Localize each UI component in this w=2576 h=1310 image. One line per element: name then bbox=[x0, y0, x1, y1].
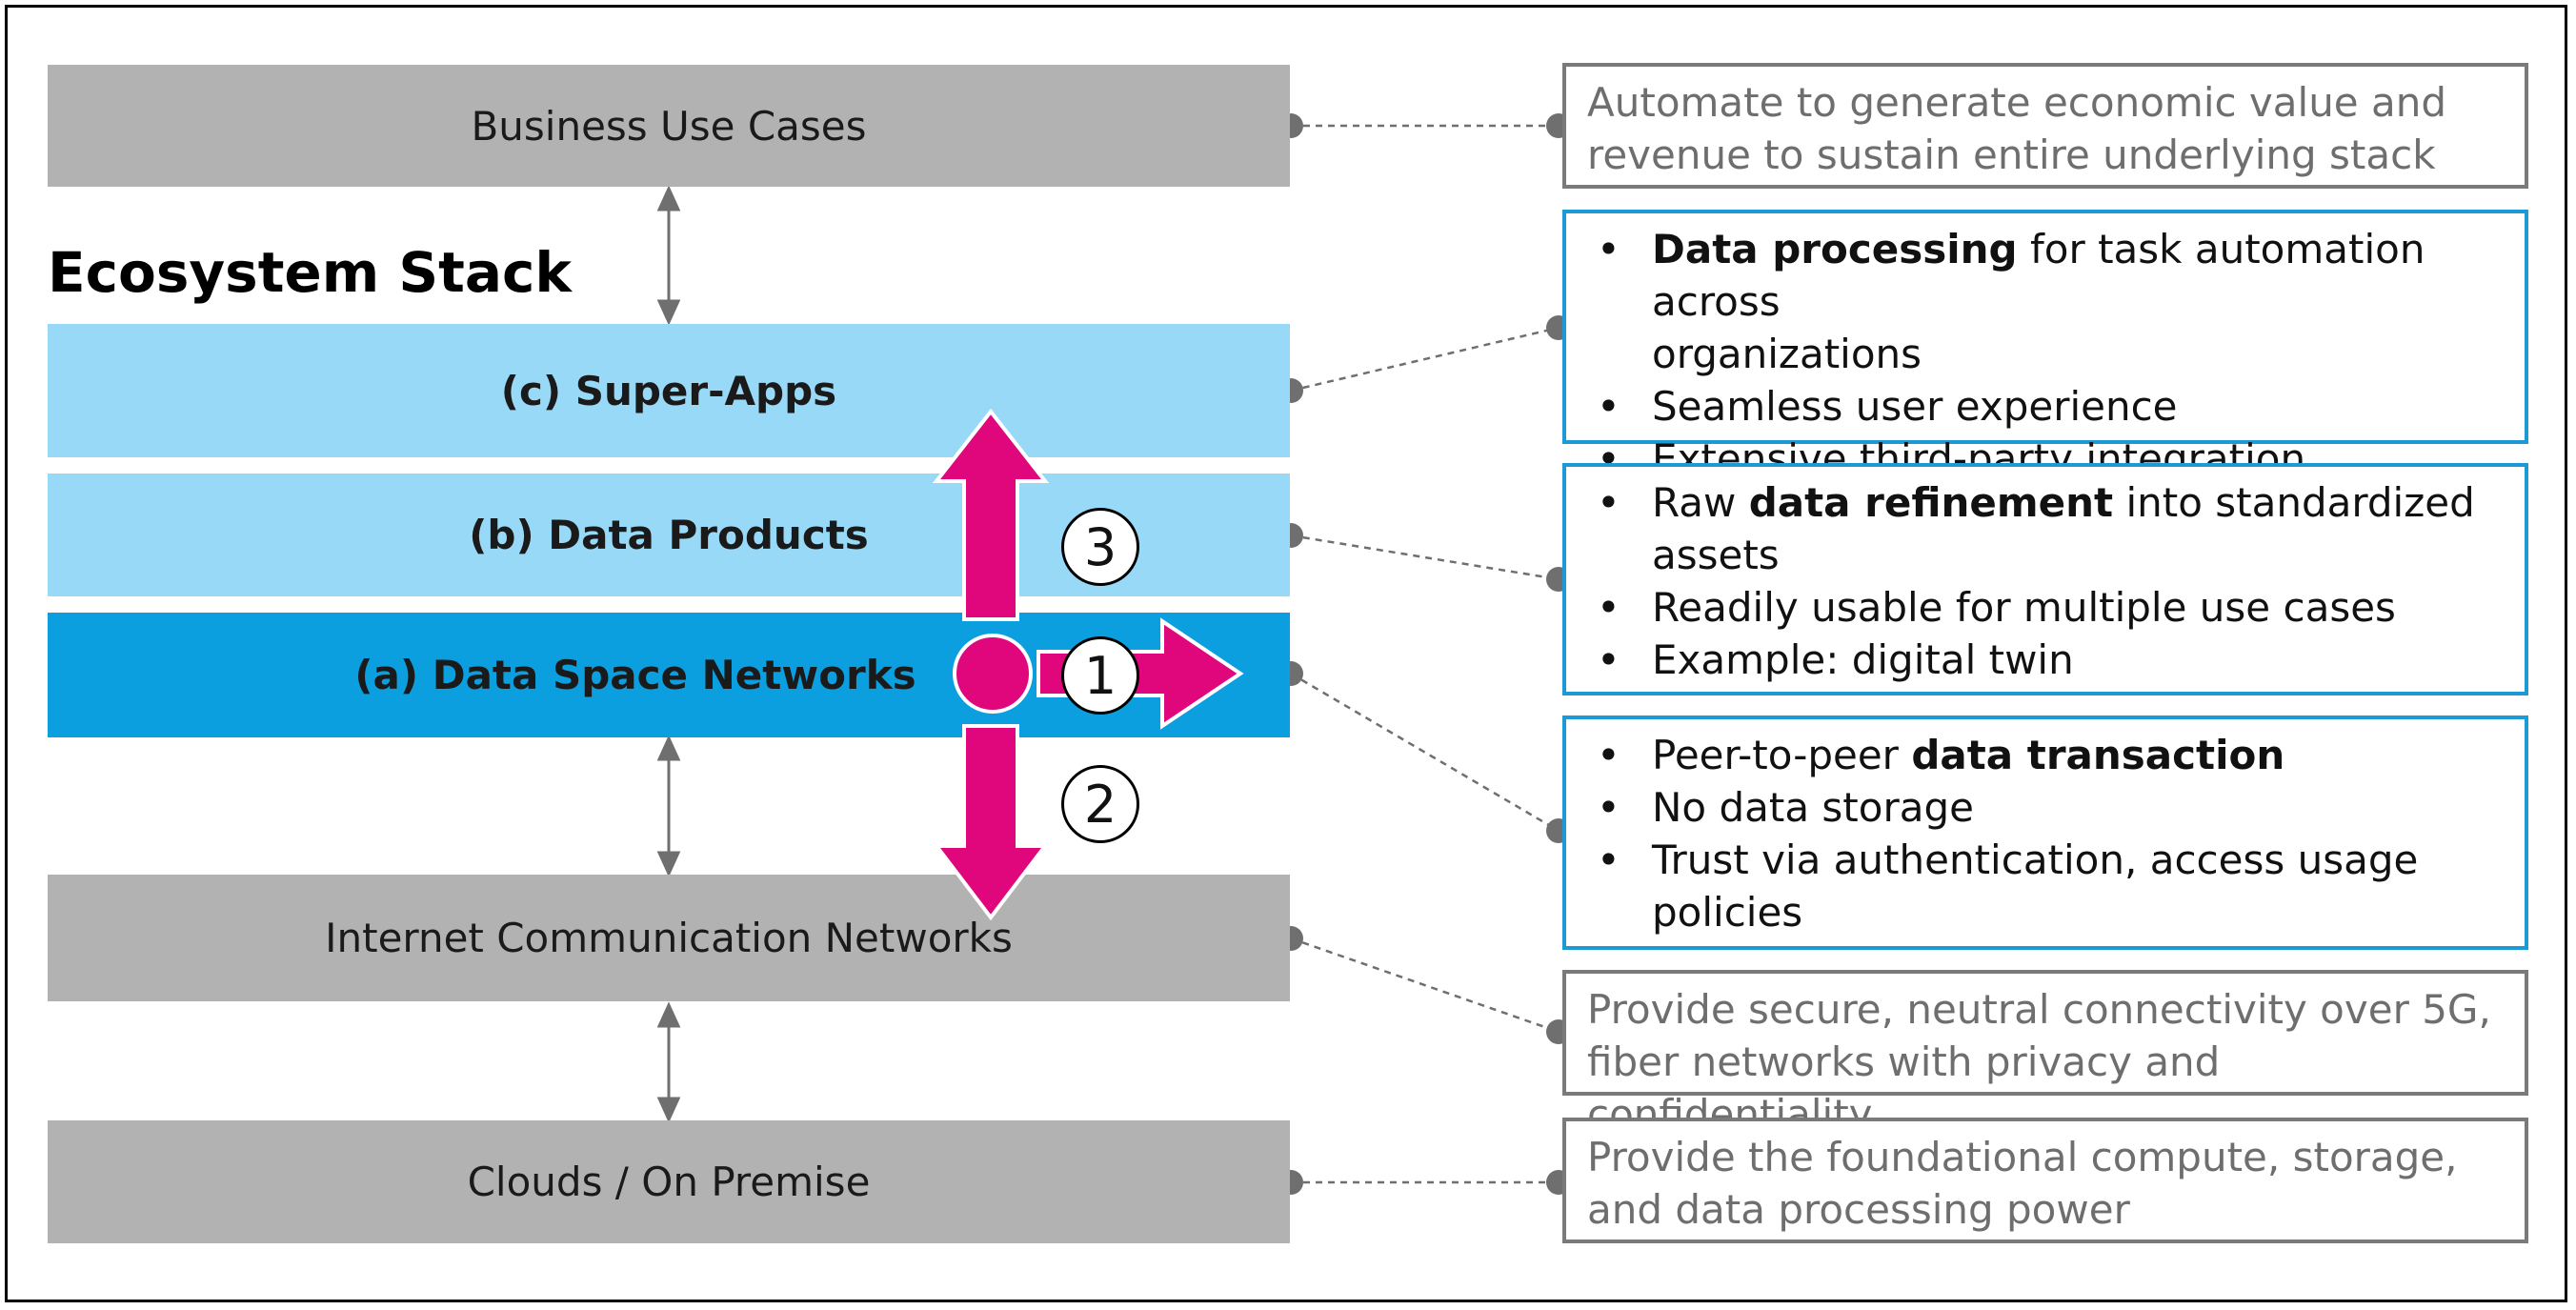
desc-clouds-on-premise: Provide the foundational compute, storag… bbox=[1562, 1118, 2528, 1243]
layer-link-arrows bbox=[656, 185, 681, 1123]
arrow-business-superapps bbox=[656, 185, 681, 326]
layer-internet-communication: Internet Communication Networks bbox=[48, 875, 1290, 1001]
desc-data-space-networks: Peer-to-peer data transaction No data st… bbox=[1562, 715, 2528, 950]
desc-bullet: Raw data refinement into standardizedass… bbox=[1587, 476, 2504, 581]
connector-superapps bbox=[1290, 326, 1560, 393]
desc-internet-communication: Provide secure, neutral connectivity ove… bbox=[1562, 970, 2528, 1138]
dashed-connectors bbox=[1290, 124, 1560, 1184]
desc-bullet: Seamless user experience bbox=[1587, 380, 2504, 433]
layer-label: (a) Data Space Networks bbox=[354, 652, 916, 698]
arrow-internet-clouds bbox=[656, 1001, 681, 1123]
layer-label: Business Use Cases bbox=[471, 102, 867, 150]
step-badge-2: 2 bbox=[1061, 765, 1139, 843]
desc-super-apps: Data processing for task automation acro… bbox=[1562, 210, 2528, 485]
layer-label: (c) Super-Apps bbox=[500, 367, 837, 414]
layer-clouds-on-premise: Clouds / On Premise bbox=[48, 1120, 1290, 1243]
connector-internet bbox=[1290, 937, 1560, 1034]
desc-line: Provide secure, neutral connectivity ove… bbox=[1587, 986, 2491, 1033]
desc-line: Automate to generate economic value and bbox=[1587, 79, 2447, 126]
desc-data-products: Raw data refinement into standardizedass… bbox=[1562, 463, 2528, 695]
desc-bullet: Peer-to-peer data transaction bbox=[1587, 729, 2504, 781]
flow-arrow-right bbox=[1036, 617, 1244, 730]
desc-bullet: Example: digital twin bbox=[1587, 634, 2504, 686]
layer-label: (b) Data Products bbox=[469, 512, 869, 558]
diagram-frame bbox=[5, 5, 2567, 1302]
desc-line: Provide the foundational compute, storag… bbox=[1587, 1134, 2458, 1180]
desc-bullet: No data storage bbox=[1587, 781, 2504, 834]
flow-arrow-up bbox=[932, 408, 1050, 621]
layer-super-apps: (c) Super-Apps bbox=[48, 324, 1290, 457]
desc-line: and data processing power bbox=[1587, 1186, 2130, 1233]
desc-bullet: Data processing for task automation acro… bbox=[1587, 223, 2504, 380]
step-badge-1: 1 bbox=[1061, 636, 1139, 715]
step-badge-3: 3 bbox=[1061, 508, 1139, 586]
stack-title: Ecosystem Stack bbox=[48, 240, 572, 305]
connector-dataspace bbox=[1290, 672, 1560, 833]
connector-dataproducts bbox=[1290, 534, 1560, 581]
flow-arrow-down bbox=[932, 724, 1050, 921]
desc-line: revenue to sustain entire underlying sta… bbox=[1587, 131, 2436, 178]
desc-bullet: Trust via authentication, access usagepo… bbox=[1587, 834, 2504, 938]
flow-origin-dot bbox=[953, 634, 1033, 714]
arrow-dataspace-internet bbox=[656, 735, 681, 877]
desc-business-use-cases: Automate to generate economic value and … bbox=[1562, 63, 2528, 189]
layer-label: Clouds / On Premise bbox=[467, 1159, 871, 1205]
desc-bullet: Readily usable for multiple use cases bbox=[1587, 581, 2504, 634]
layer-label: Internet Communication Networks bbox=[325, 915, 1013, 961]
layer-business-use-cases: Business Use Cases bbox=[48, 65, 1290, 187]
